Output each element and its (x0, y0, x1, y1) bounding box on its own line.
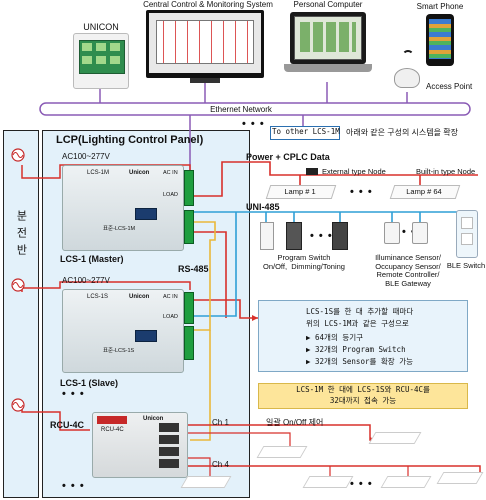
channel-4-label: Ch 4 (212, 460, 229, 469)
channel-lamp-6 (436, 472, 484, 484)
slave-note-box (258, 300, 468, 372)
channel-lamp-2 (256, 446, 308, 458)
device-model-lcs1m: LCS-1M (87, 170, 110, 176)
device-brand-slave: Unicon (129, 294, 150, 300)
sensor-1 (384, 222, 400, 244)
lamp-64-label: Lamp # 64 (406, 187, 442, 196)
device-brand-master: Unicon (129, 170, 150, 176)
program-switch-3 (332, 222, 348, 250)
access-point-icon (394, 68, 420, 88)
external-node-label: External type Node (322, 167, 386, 176)
device-acin-master: AC IN (163, 170, 178, 176)
ble-switch (456, 210, 478, 258)
slave-note-line-3: ▶ 64개의 등기구 (306, 333, 364, 342)
slave-label: LCS-1 (Slave) (60, 378, 119, 388)
channel-lamp-4 (302, 476, 354, 488)
terminal-slave-bottom (184, 326, 194, 360)
rcu-label: RCU-4C (50, 420, 85, 430)
master-label: LCS-1 (Master) (60, 254, 124, 264)
channel-note: 일괄 On/Off 제어 (266, 418, 324, 427)
builtin-node-label: Built-in type Node (416, 167, 476, 176)
power-cplc-label: Power + CPLC Data (246, 152, 330, 162)
terminal-master-bottom (184, 210, 194, 244)
ellipsis-lcp-2: • • • (62, 480, 85, 492)
slave-note-line-1: LCS-1S를 한 대 추가할 때마다 (306, 307, 414, 316)
terminal-master-top (184, 170, 194, 206)
ellipsis-lcp-1: • • • (62, 388, 85, 400)
channel-1-label: Ch 1 (212, 418, 229, 427)
slave-note-line-2: 위의 LCS-1M과 같은 구성으로 (306, 319, 409, 328)
central-system-label: Central Control & Monitoring System (143, 0, 273, 9)
rcu-relay-2 (159, 435, 179, 444)
channel-lamp-5 (380, 476, 432, 488)
wifi-signal-icon (402, 50, 414, 62)
external-node-icon (306, 168, 318, 175)
lcd-display-slave (135, 330, 157, 342)
rcu-note-line-1: LCS-1M 한 대에 LCS-1S와 RCU-4C를 (296, 385, 430, 394)
channel-lamp-1 (368, 432, 422, 444)
program-switch-2 (286, 222, 302, 250)
program-switch-label: Program Switch On/Off, Dimming/Toning (263, 253, 345, 271)
voltage-label-2: AC100~277V (62, 276, 110, 285)
ellipsis-channels: • • • (350, 478, 373, 490)
terminal-slave-top (184, 292, 194, 324)
rcu-note-box (258, 383, 468, 409)
program-switch-1 (260, 222, 274, 250)
central-monitor (146, 10, 264, 78)
unicon-panel (73, 33, 129, 89)
uni485-label: UNI-485 (246, 202, 280, 212)
slave-note-line-5: ▶ 32개의 Sensor를 확장 가능 (306, 357, 413, 366)
pc-label: Personal Computer (293, 0, 363, 9)
rcu-red-terminals (97, 416, 127, 424)
rcu-4c-device: RCU-4C Unicon (92, 412, 188, 478)
lamp-1-label: Lamp # 1 (284, 187, 316, 196)
distribution-text: 분전반 (14, 210, 27, 261)
rcu-relay-1 (159, 423, 179, 432)
ellipsis-ethernet: • • • (242, 118, 265, 130)
distribution-label: 분전반 (10, 210, 30, 266)
distribution-board (3, 130, 39, 498)
device-load-master: LOAD (163, 192, 178, 198)
rcu-note-line-2: 32대까지 접속 가능 (329, 396, 397, 405)
lcs1-slave-device: LCS-1S Unicon AC IN LOAD 표준-LCS-1S (62, 289, 184, 373)
other-lcs-label: To other LCS-1M (272, 127, 340, 136)
phone-label: Smart Phone (416, 2, 464, 11)
unicon-label: UNICON (83, 22, 119, 32)
slave-note-line-4: ▶ 32개의 Program Switch (306, 345, 406, 354)
device-brand-rcu: Unicon (143, 416, 164, 422)
other-lcs-note: 아래와 같은 구성의 시스템을 확장 (346, 128, 458, 137)
rcu-relay-4 (159, 459, 179, 468)
rcu-relay-3 (159, 447, 179, 456)
rs485-label: RS-485 (178, 264, 209, 274)
device-model-rcu: RCU-4C (101, 427, 124, 433)
sensors-label: Illuminance Sensor/ Occupancy Sensor/ Re… (375, 253, 441, 288)
laptop (290, 12, 366, 64)
lcd-display-master (135, 208, 157, 220)
smartphone (426, 14, 454, 66)
device-model-lcs1s: LCS-1S (87, 294, 109, 300)
device-load-slave: LOAD (163, 314, 178, 320)
device-acin-slave: AC IN (163, 294, 178, 300)
ble-switch-label: BLE Switch (446, 261, 486, 270)
lcp-title: LCP(Lighting Control Panel) (56, 134, 204, 146)
laptop-base (284, 64, 372, 72)
lcs1-master-device: LCS-1M Unicon AC IN LOAD 표준-LCS-1M (62, 165, 184, 251)
voltage-label-1: AC100~277V (62, 152, 110, 161)
channel-lamp-3 (180, 476, 232, 488)
ellipsis-lamps: • • • (350, 186, 373, 198)
ellipsis-switches: • • • (310, 230, 333, 242)
sensor-2 (412, 222, 428, 244)
ethernet-label: Ethernet Network (210, 105, 272, 114)
device-model-master: 표준-LCS-1M (103, 226, 136, 232)
other-lcs-box (270, 126, 340, 140)
monitor-stand (190, 78, 220, 83)
device-model-slave: 표준-LCS-1S (103, 348, 135, 354)
access-point-label: Access Point (426, 82, 473, 91)
